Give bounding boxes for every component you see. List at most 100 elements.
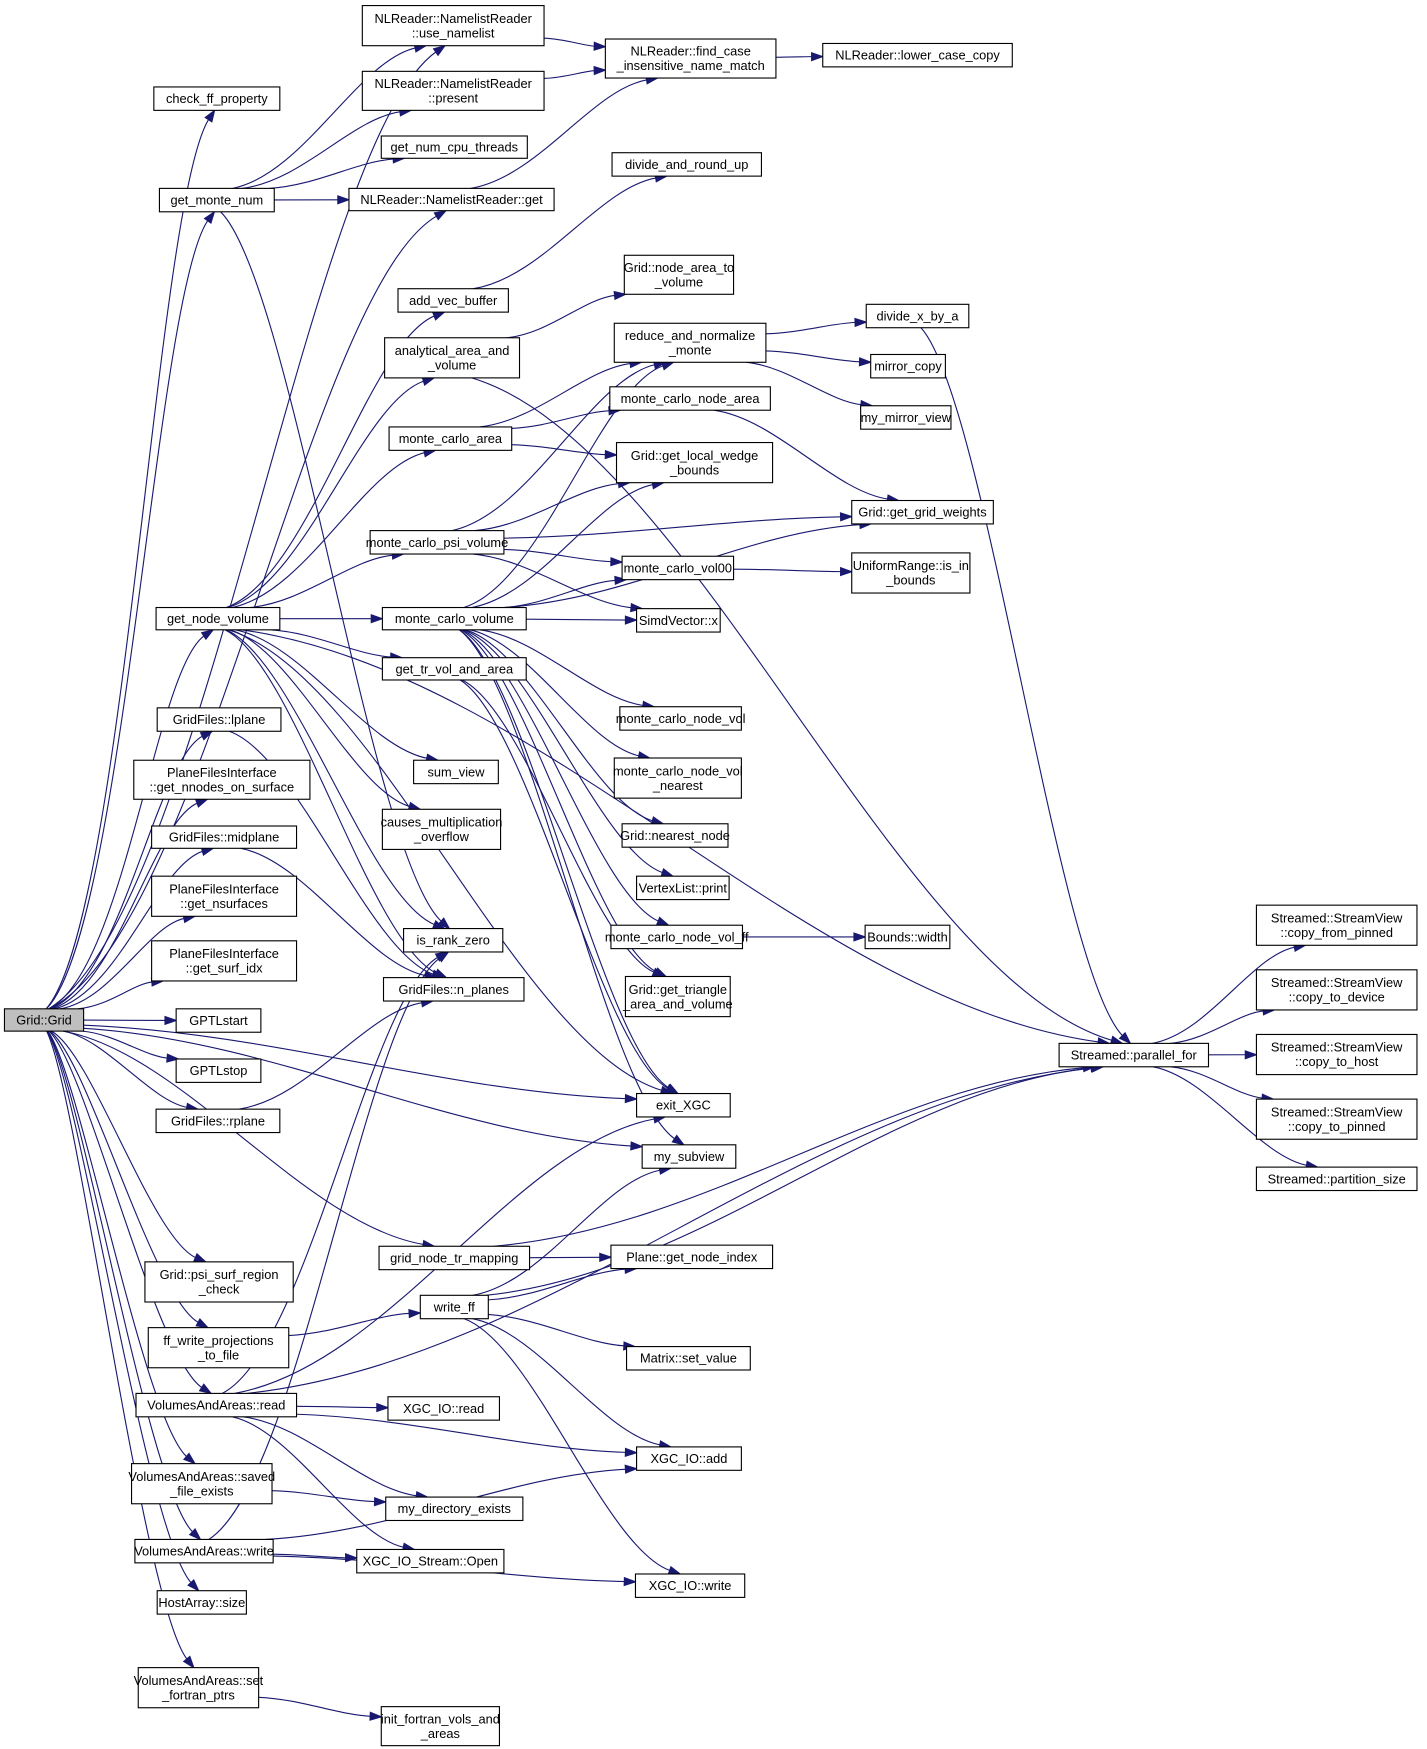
node-box: [348, 187, 555, 212]
function-node[interactable]: PlaneFilesInterface::get_surf_idx: [151, 940, 298, 982]
function-node[interactable]: monte_carlo_area: [388, 426, 513, 451]
arrowhead-icon: [630, 1141, 644, 1151]
arrowhead-icon: [599, 1252, 613, 1262]
node-box: [615, 441, 774, 484]
function-node[interactable]: UniformRange::is_in_bounds: [851, 552, 971, 594]
function-node[interactable]: XGC_IO::write: [634, 1573, 746, 1598]
function-node[interactable]: NLReader::NamelistReader::get: [348, 187, 555, 212]
function-node[interactable]: Bounds::width: [864, 924, 951, 950]
edge-line: [463, 629, 664, 874]
function-node[interactable]: get_num_cpu_threads: [380, 135, 528, 159]
function-node[interactable]: monte_carlo_vol00: [621, 555, 735, 581]
function-node[interactable]: NLReader::find_case_insensitive_name_mat…: [604, 38, 777, 79]
function-node[interactable]: check_ff_property: [153, 86, 281, 111]
function-node[interactable]: VolumesAndAreas::write: [134, 1538, 274, 1564]
node-label: VertexList::print: [639, 880, 728, 895]
function-node[interactable]: VolumesAndAreas::saved_file_exists: [128, 1463, 275, 1505]
function-node[interactable]: GridFiles::rplane: [155, 1108, 281, 1134]
function-node[interactable]: NLReader::NamelistReader::present: [361, 70, 545, 111]
function-node[interactable]: GridFiles::n_planes: [382, 977, 525, 1002]
function-node[interactable]: Grid::psi_surf_region_check: [144, 1261, 294, 1303]
edge-line: [232, 47, 417, 189]
function-node[interactable]: exit_XGC: [636, 1092, 731, 1118]
function-node[interactable]: Streamed::StreamView::copy_from_pinned: [1255, 904, 1418, 946]
node-box: [381, 808, 502, 850]
function-node[interactable]: monte_carlo_volume: [381, 606, 527, 631]
function-node[interactable]: GPTLstop: [175, 1058, 262, 1083]
function-node[interactable]: Grid::get_grid_weights: [851, 499, 994, 525]
function-node[interactable]: Plane::get_node_index: [610, 1244, 774, 1270]
node-label: get_node_volume: [167, 611, 269, 626]
function-node[interactable]: ff_write_projections_to_file: [147, 1327, 290, 1369]
edge-line: [229, 730, 435, 976]
arrowhead-icon: [182, 1655, 195, 1669]
function-node[interactable]: my_directory_exists: [385, 1496, 524, 1522]
function-node[interactable]: Grid::nearest_node: [620, 823, 730, 848]
function-node[interactable]: GridFiles::lplane: [156, 707, 282, 732]
function-node[interactable]: reduce_and_normalize_monte: [613, 322, 767, 363]
function-node[interactable]: GridFiles::midplane: [151, 825, 298, 849]
function-node[interactable]: divide_x_by_a: [865, 303, 970, 329]
function-node[interactable]: divide_and_round_up: [611, 152, 762, 177]
function-node[interactable]: SimdVector::x: [636, 608, 721, 633]
function-node[interactable]: monte_carlo_node_vol_ff: [605, 924, 749, 950]
function-node[interactable]: Grid::get_triangle_area_and_volume: [622, 975, 733, 1018]
function-node[interactable]: is_rank_zero: [403, 928, 504, 953]
function-node[interactable]: write_ff: [419, 1294, 489, 1320]
function-node[interactable]: monte_carlo_node_vol_nearest: [613, 757, 743, 799]
function-node[interactable]: mirror_copy: [870, 353, 946, 379]
function-node[interactable]: Streamed::StreamView::copy_to_device: [1255, 969, 1418, 1011]
function-node[interactable]: monte_carlo_node_area: [609, 386, 771, 411]
function-node[interactable]: Streamed::partition_size: [1255, 1166, 1418, 1192]
node-box: [413, 759, 499, 785]
function-node[interactable]: Streamed::parallel_for: [1058, 1042, 1210, 1068]
root-node[interactable]: Grid::Grid: [3, 1008, 85, 1032]
function-node[interactable]: XGC_IO::add: [636, 1446, 742, 1471]
arrowhead-icon: [433, 209, 448, 221]
function-node[interactable]: Grid::get_local_wedge_bounds: [615, 441, 774, 484]
function-node[interactable]: sum_view: [413, 759, 499, 785]
function-node[interactable]: NLReader::NamelistReader::use_namelist: [361, 5, 545, 47]
function-node[interactable]: monte_carlo_node_vol: [616, 706, 746, 731]
function-node[interactable]: monte_carlo_psi_volume: [366, 530, 508, 555]
function-node[interactable]: add_vec_buffer: [397, 288, 509, 313]
function-node[interactable]: NLReader::lower_case_copy: [822, 42, 1013, 68]
function-node[interactable]: grid_node_tr_mapping: [378, 1245, 531, 1271]
node-label: monte_carlo_node_area: [621, 391, 761, 406]
function-node[interactable]: VolumesAndAreas::set_fortran_ptrs: [134, 1667, 264, 1709]
function-node[interactable]: my_subview: [641, 1144, 737, 1169]
edge-line: [243, 1416, 418, 1497]
edge-line: [1170, 1066, 1264, 1099]
function-node[interactable]: PlaneFilesInterface::get_nnodes_on_surfa…: [133, 759, 311, 800]
node-box: [1058, 1042, 1210, 1068]
node-label: GPTLstart: [189, 1013, 248, 1028]
function-node[interactable]: get_monte_num: [158, 187, 275, 213]
function-node[interactable]: causes_multiplication_overflow: [381, 808, 503, 850]
function-node[interactable]: Streamed::StreamView::copy_to_pinned: [1255, 1098, 1418, 1140]
node-box: [155, 606, 281, 631]
node-label: XGC_IO::write: [649, 1578, 732, 1593]
function-node[interactable]: GPTLstart: [175, 1008, 262, 1033]
node-label: monte_carlo_node_vol_ff: [605, 929, 749, 944]
node-box: [1255, 1098, 1418, 1140]
edge-line: [60, 917, 186, 1010]
function-node[interactable]: get_tr_vol_and_area: [381, 657, 527, 681]
function-node[interactable]: Matrix::set_value: [625, 1346, 751, 1371]
function-node[interactable]: PlaneFilesInterface::get_nsurfaces: [151, 875, 298, 917]
function-node[interactable]: analytical_area_and_volume: [384, 337, 521, 379]
arrowhead-icon: [853, 932, 867, 942]
function-node[interactable]: XGC_IO_Stream::Open: [356, 1548, 505, 1574]
function-node[interactable]: Streamed::StreamView::copy_to_host: [1255, 1033, 1418, 1076]
function-node[interactable]: my_mirror_view: [860, 405, 952, 430]
node-box: [636, 608, 721, 633]
function-node[interactable]: Grid::node_area_to_volume: [624, 254, 734, 295]
edge-line: [63, 1030, 188, 1109]
edge-va_read-to-xgc_add: [296, 1413, 639, 1458]
function-node[interactable]: XGC_IO::read: [387, 1396, 501, 1421]
function-node[interactable]: init_fortran_vols_and_areas: [380, 1706, 501, 1747]
function-node[interactable]: VolumesAndAreas::read: [135, 1392, 298, 1418]
function-node[interactable]: HostArray::size: [156, 1590, 247, 1615]
function-node[interactable]: VertexList::print: [636, 875, 730, 901]
edge-line: [246, 1067, 1094, 1394]
function-node[interactable]: get_node_volume: [155, 606, 281, 631]
